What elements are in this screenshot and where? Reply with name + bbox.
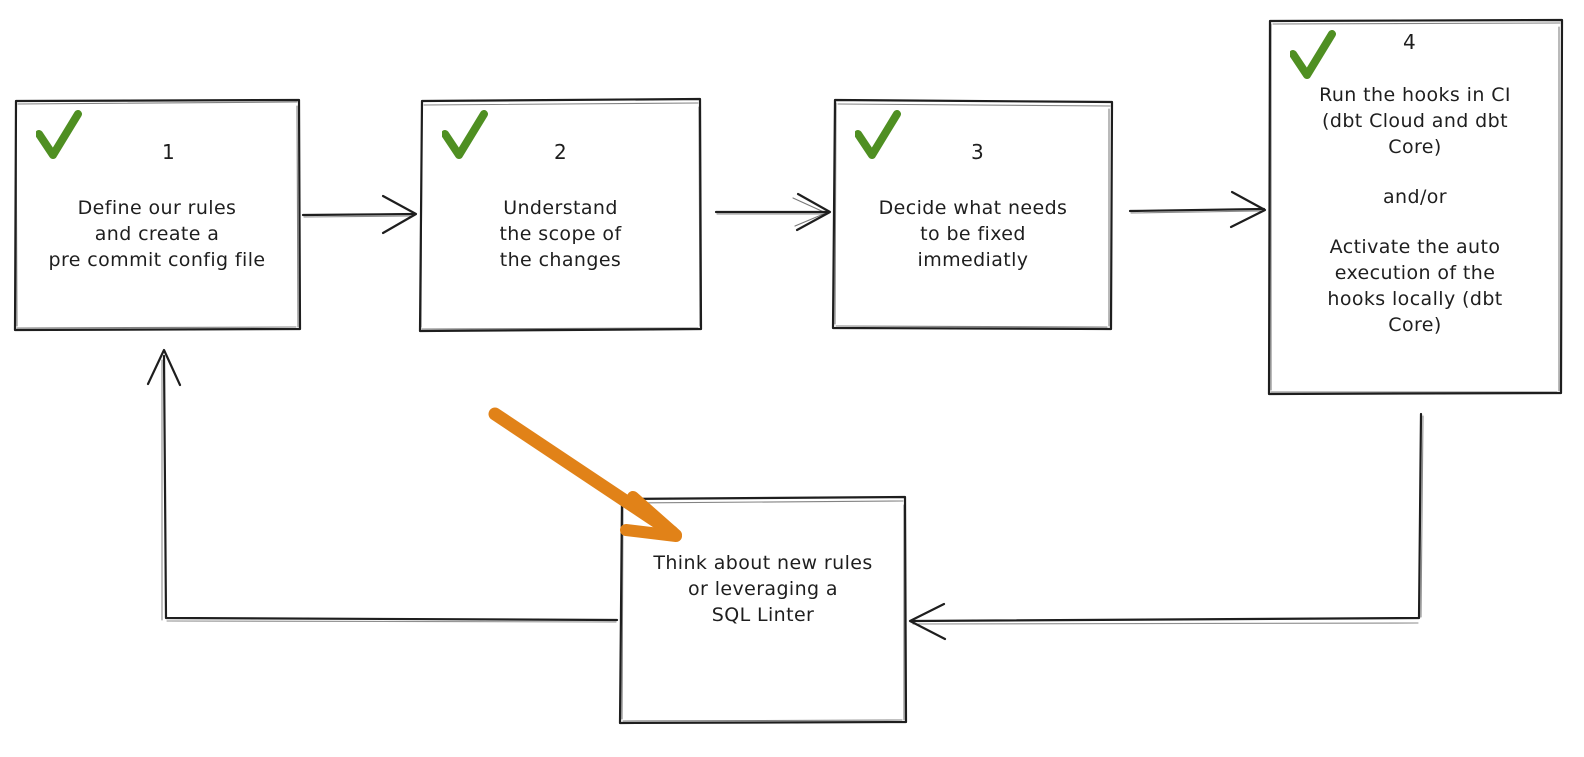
check-mark-icon [1290,30,1336,79]
arrow-3-to-4 [1128,190,1267,229]
node-step-3[interactable]: 3 Decide what needs to be fixed immediat… [833,100,1113,330]
check-mark-icon [855,110,901,159]
arrow-4-to-5 [908,412,1424,641]
node-4-text-primary: Run the hooks in CI (dbt Cloud and dbt C… [1319,84,1511,158]
node-4-number: 4 [1403,30,1417,54]
node-step-4[interactable]: 4 Run the hooks in CI (dbt Cloud and dbt… [1268,20,1562,394]
node-step-2[interactable]: 2 Understand the scope of the changes [420,100,701,330]
arrow-2-to-3 [714,192,832,232]
check-mark-icon [36,110,82,159]
node-5-text: Think about new rules or leveraging a SQ… [653,552,873,626]
node-4-text-secondary: Activate the auto execution of the hooks… [1327,236,1503,336]
arrow-1-to-2 [301,194,418,235]
node-step-1[interactable]: 1 Define our rules and create a pre comm… [14,100,300,330]
node-2-number: 2 [554,140,568,164]
node-1-text: Define our rules and create a pre commit… [48,197,266,271]
node-feedback-loop[interactable]: Think about new rules or leveraging a SQ… [620,498,906,723]
node-3-text: Decide what needs to be fixed immediatly [878,197,1068,271]
check-mark-icon [442,110,488,159]
arrow-5-to-1 [146,348,619,623]
node-2-text: Understand the scope of the changes [499,197,622,271]
node-4-text-conjunction: and/or [1383,186,1447,208]
node-3-number: 3 [971,140,985,164]
node-1-number: 1 [162,140,176,164]
